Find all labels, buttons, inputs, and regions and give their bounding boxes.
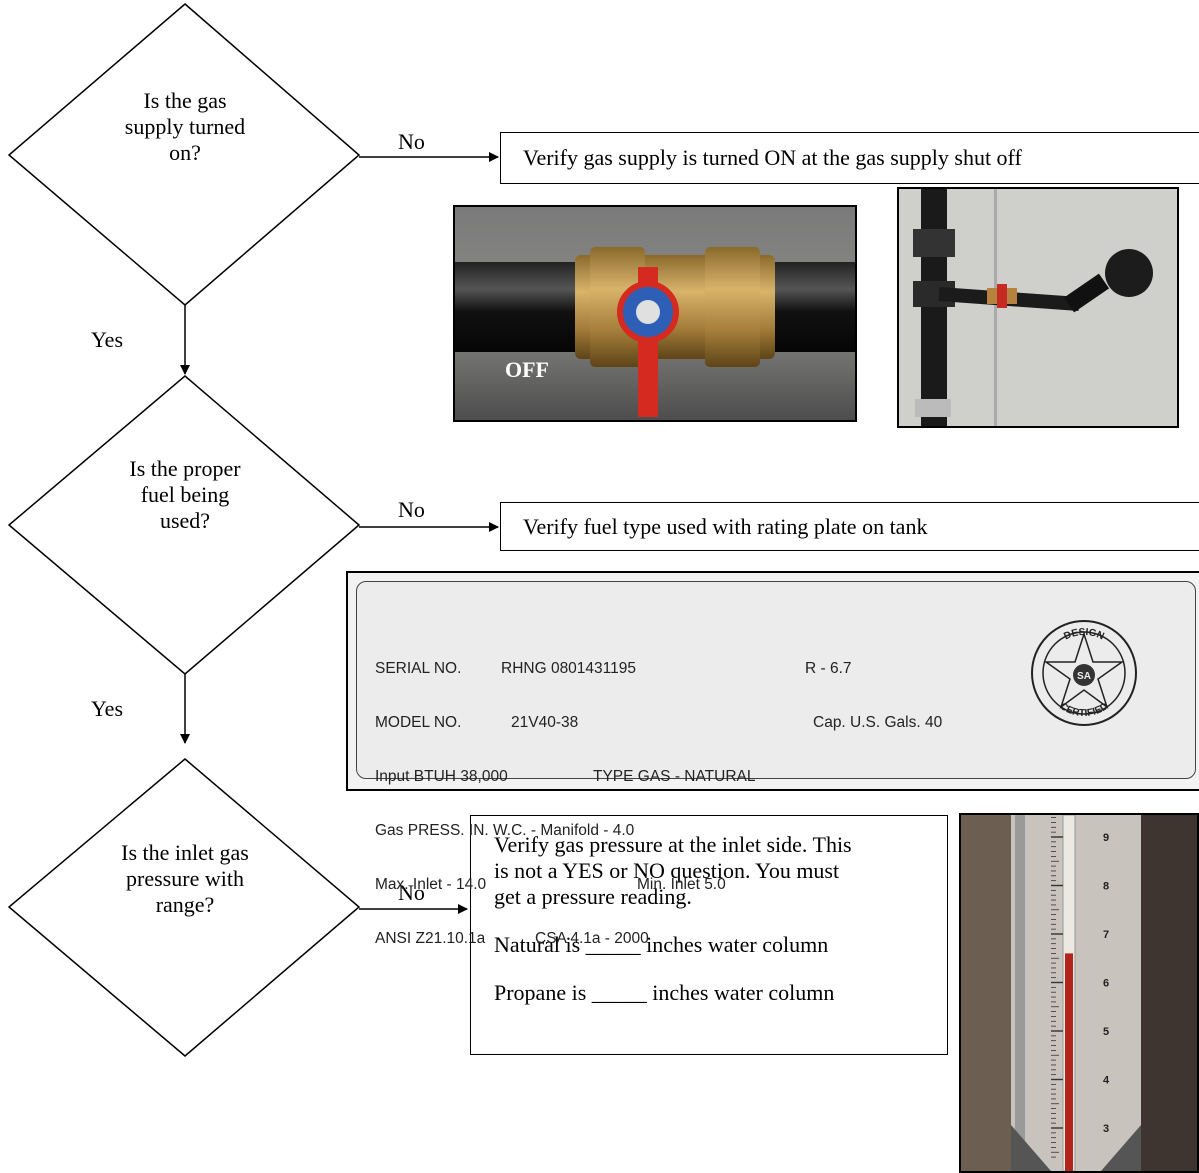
no-label-2: No bbox=[398, 497, 425, 522]
action-box-pressure: Verify gas pressure at the inlet side. T… bbox=[470, 815, 948, 1055]
decision-diamond-3 bbox=[7, 758, 361, 1057]
serial-value: RHNG 0801431195 bbox=[501, 660, 636, 677]
manometer-tick-label: 3 bbox=[1103, 1123, 1109, 1135]
model-label: MODEL NO. bbox=[375, 714, 462, 731]
manometer-photo: 9 8 7 6 5 4 3 bbox=[959, 813, 1199, 1173]
question-2-text: Is the proper fuel being used? bbox=[85, 456, 285, 534]
no-label-1: No bbox=[398, 129, 425, 154]
gas-press: Gas PRESS. IN. W.C. - Manifold - 4.0 bbox=[375, 822, 635, 839]
question-3-text: Is the inlet gas pressure with range? bbox=[85, 840, 285, 918]
input-btuh: Input BTUH 38,000 bbox=[375, 768, 508, 785]
min-inlet: Min. Inlet 5.0 bbox=[637, 876, 726, 893]
pressure-line-3: get a pressure reading. bbox=[494, 884, 692, 909]
manometer-tick-label: 8 bbox=[1103, 881, 1109, 893]
gas-line-illustration bbox=[899, 189, 1177, 426]
yes-label-2: Yes bbox=[91, 696, 124, 721]
action-box-fuel-type: Verify fuel type used with rating plate … bbox=[500, 502, 1199, 551]
action-box-gas-supply: Verify gas supply is turned ON at the ga… bbox=[500, 132, 1199, 184]
manometer-tick-label: 7 bbox=[1103, 929, 1109, 941]
max-inlet: Max. Inlet - 14.0 bbox=[375, 876, 487, 893]
valve-off-label: OFF bbox=[505, 357, 549, 382]
action-fuel-type-text: Verify fuel type used with rating plate … bbox=[523, 514, 928, 539]
yes-label-1: Yes bbox=[91, 327, 124, 352]
rating-plate-frame: SERIAL NO. RHNG 0801431195 R - 6.7 MODEL N… bbox=[346, 571, 1199, 947]
question-1-line-1: Is the gas bbox=[143, 88, 227, 113]
question-3-line-2: pressure with bbox=[126, 866, 244, 891]
manometer-tick-label: 4 bbox=[1103, 1075, 1110, 1087]
seal-center-text: SA bbox=[1077, 671, 1091, 682]
manometer-tick-label: 6 bbox=[1103, 978, 1109, 990]
csa-certified-seal: SA DESIGN CERTIFIED bbox=[1031, 620, 1137, 726]
svg-text:CERTIFIED: CERTIFIED bbox=[1058, 701, 1111, 719]
propane-pressure-line: Propane is _____ inches water column bbox=[494, 980, 835, 1005]
manometer-tick-label: 5 bbox=[1103, 1026, 1109, 1038]
rating-plate: SERIAL NO. RHNG 0801431195 R - 6.7 MODEL N… bbox=[356, 581, 1196, 947]
natural-pressure-line: Natural is _____ inches water column bbox=[494, 932, 829, 957]
type-gas: TYPE GAS - NATURAL bbox=[593, 768, 756, 785]
question-1-line-2: supply turned bbox=[124, 114, 246, 139]
seal-top-text: DESIGN bbox=[1062, 627, 1105, 642]
question-3-line-3: range? bbox=[155, 892, 215, 917]
ansi: ANSI Z21.10.1a bbox=[375, 930, 486, 947]
question-2-line-1: Is the proper bbox=[129, 456, 241, 481]
question-2-line-3: used? bbox=[159, 508, 211, 533]
question-1-line-3: on? bbox=[169, 140, 201, 165]
valve-illustration bbox=[455, 207, 855, 420]
no-label-3: No bbox=[398, 880, 425, 905]
serial-label: SERIAL NO. bbox=[375, 660, 462, 677]
model-value: 21V40-38 bbox=[511, 714, 579, 731]
r-value: R - 6.7 bbox=[805, 660, 852, 677]
manometer-illustration: 9 8 7 6 5 4 3 bbox=[961, 815, 1197, 1171]
capacity: Cap. U.S. Gals. 40 bbox=[813, 714, 943, 731]
manometer-fluid-column bbox=[1065, 953, 1073, 1171]
seal-bottom-text: CERTIFIED bbox=[1058, 701, 1111, 719]
question-1-text: Is the gas supply turned on? bbox=[85, 88, 285, 166]
svg-text:DESIGN: DESIGN bbox=[1062, 627, 1105, 642]
gas-line-photo bbox=[897, 187, 1179, 428]
csa: CSA 4.1a - 2000 bbox=[535, 930, 649, 947]
question-3-line-1: Is the inlet gas bbox=[121, 840, 249, 865]
valve-off-photo: OFF bbox=[453, 205, 857, 422]
rating-plate-text: SERIAL NO. RHNG 0801431195 R - 6.7 MODEL N… bbox=[375, 624, 942, 984]
pressure-line-2: is not a YES or NO question. You must bbox=[494, 858, 840, 883]
manometer-tick-label: 9 bbox=[1103, 832, 1109, 844]
pressure-line-1: Verify gas pressure at the inlet side. T… bbox=[494, 832, 852, 857]
question-2-line-2: fuel being bbox=[140, 482, 230, 507]
action-gas-supply-text: Verify gas supply is turned ON at the ga… bbox=[523, 145, 1022, 170]
